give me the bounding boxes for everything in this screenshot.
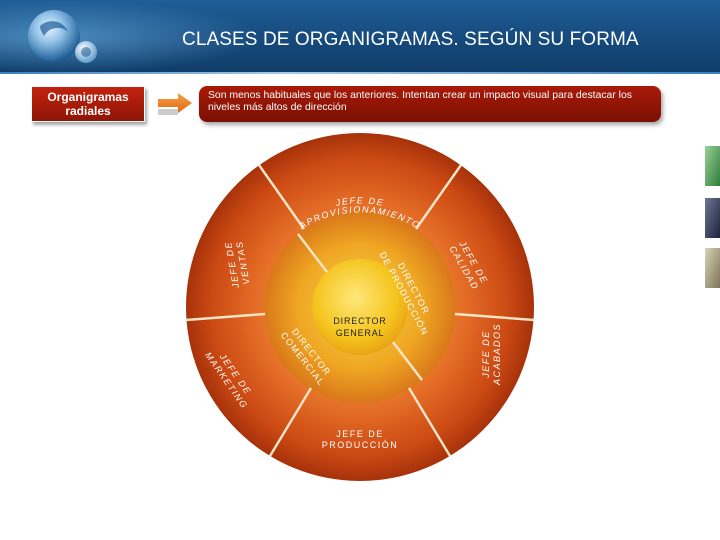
page-title: CLASES DE ORGANIGRAMAS. SEGÚN SU FORMA [182,29,639,50]
outer-label-acabados-2: ACABADOS [492,323,502,386]
outer-label-produccion-1: JEFE DE [336,429,384,439]
outer-label-aprovisionamiento: JEFE DE [334,195,385,208]
radial-org-chart: JEFE DE APROVISIONAMIENTO JEFE DE CALIDA… [185,133,535,481]
section-description: Son menos habituales que los anteriores.… [199,86,661,122]
arrow-right-icon [158,93,192,115]
side-thumbnail-icon [705,146,720,288]
inner-ring-dividers [297,233,423,381]
center-label-1: DIRECTOR [333,316,386,326]
logo-icon [28,10,97,63]
header-divider [0,72,720,74]
outer-label-acabados-1: JEFE DE [481,330,491,379]
section-label: Organigramas radiales [31,86,145,122]
center-label-2: GENERAL [336,328,385,338]
header-bar: CLASES DE ORGANIGRAMAS. SEGÚN SU FORMA [0,0,720,74]
outer-label-produccion-2: PRODUCCIÓN [322,440,399,450]
core-circle [312,259,408,355]
outer-ring-dividers [185,164,535,457]
